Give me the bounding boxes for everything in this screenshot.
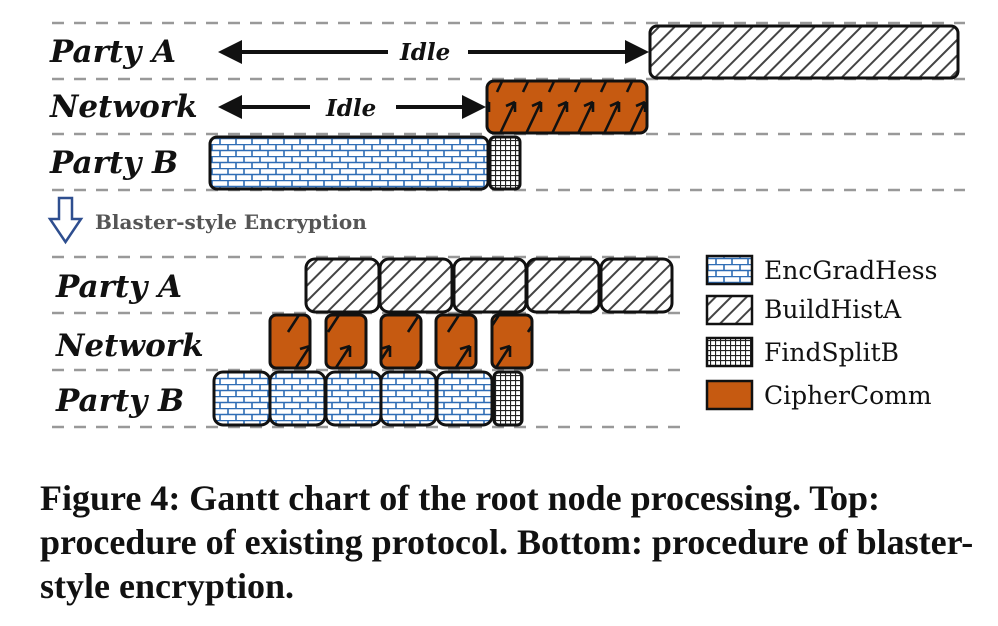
idle-label-network: Idle <box>325 95 376 122</box>
down-arrow-icon <box>47 196 84 245</box>
legend: EncGradHess BuildHistA FindSplitB Cipher… <box>705 254 937 411</box>
bottom-ciphercomm-blocks <box>268 313 534 370</box>
bottom-lane-label-party-a: Party A <box>55 269 182 305</box>
bottom-encgradhess-blocks <box>212 370 494 427</box>
bottom-ciphercomm-block <box>434 313 478 370</box>
top-ciphercomm-block <box>485 79 649 135</box>
top-encgradhess-block <box>208 135 490 191</box>
bottom-encgradhess-block <box>324 370 383 427</box>
legend-label-ciphercomm: CipherComm <box>764 381 932 410</box>
top-lane-label-party-a: Party A <box>49 34 176 70</box>
bottom-buildhista-block <box>452 257 528 314</box>
bottom-ciphercomm-block <box>490 313 534 370</box>
legend-label-findsplitb: FindSplitB <box>764 338 899 367</box>
bottom-lane-label-party-b: Party B <box>55 383 184 419</box>
legend-swatch-ciphercomm <box>705 379 754 411</box>
bottom-lane-label-network: Network <box>55 328 204 364</box>
bottom-ciphercomm-block <box>268 313 312 370</box>
legend-swatch-encgradhess <box>705 254 754 286</box>
top-buildhista-block <box>648 24 960 80</box>
bottom-encgradhess-block <box>268 370 327 427</box>
legend-swatch-buildhista <box>705 294 754 326</box>
bottom-buildhista-block <box>304 257 381 314</box>
bottom-buildhista-block <box>525 257 601 314</box>
idle-label-party-a: Idle <box>399 39 450 66</box>
bottom-buildhista-block <box>599 257 674 314</box>
legend-label-buildhista: BuildHistA <box>764 295 902 324</box>
bottom-ciphercomm-block <box>324 313 368 370</box>
bottom-findsplitb-block <box>492 370 524 427</box>
legend-swatch-findsplitb <box>705 336 754 368</box>
bottom-ciphercomm-block <box>379 313 423 370</box>
bottom-encgradhess-block <box>379 370 438 427</box>
bottom-encgradhess-block <box>435 370 494 427</box>
top-lane-label-party-b: Party B <box>49 145 178 181</box>
top-findsplitb-block <box>488 135 522 191</box>
top-lane-label-network: Network <box>49 89 198 125</box>
bottom-encgradhess-block <box>212 370 272 427</box>
gantt-diagram: Party A Network Party B Idle Idle Blaste… <box>47 21 965 429</box>
separator-label: Blaster-style Encryption <box>95 210 367 234</box>
figure-caption: Figure 4: Gantt chart of the root node p… <box>40 478 974 606</box>
legend-label-encgradhess: EncGradHess <box>764 256 937 285</box>
bottom-buildhista-blocks <box>304 257 674 314</box>
bottom-buildhista-block <box>378 257 454 314</box>
